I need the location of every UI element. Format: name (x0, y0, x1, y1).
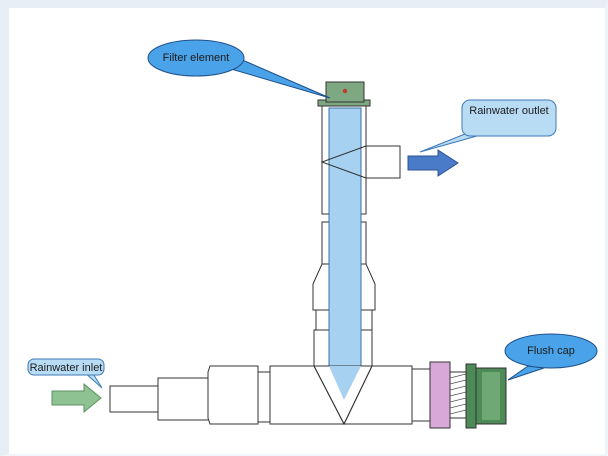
callout-filter-element: Filter element (147, 39, 331, 99)
cone-edge-left (313, 365, 345, 425)
cone-edge-right (343, 365, 373, 425)
callout-flush-cap: Flush cap (504, 333, 598, 381)
coupling-ring (429, 361, 451, 429)
filter-cone-fill (329, 366, 361, 400)
inlet-expander (207, 365, 259, 425)
label-flush-cap: Flush cap (527, 345, 575, 357)
filter-column-fill (328, 107, 362, 381)
filter-cap (317, 81, 371, 107)
inlet-reducer (157, 377, 211, 421)
label-rainwater-outlet: Rainwater outlet (469, 105, 549, 117)
label-filter-element: Filter element (163, 52, 230, 64)
horizontal-pipe (109, 365, 431, 425)
callout-rainwater-inlet: Rainwater inlet (27, 358, 105, 389)
callout-flush-cap-tail (507, 365, 545, 381)
outlet-stub (365, 145, 401, 179)
callout-rainwater-inlet-box (27, 358, 105, 376)
filter-element-column (313, 107, 373, 426)
flush-cap-assembly (429, 361, 507, 429)
thread-lines (449, 373, 467, 415)
inlet-pipe-small (109, 385, 161, 413)
cap-highlight (482, 372, 500, 420)
outlet-divider (320, 145, 367, 179)
callout-filter-element-bubble (147, 39, 245, 77)
callout-flush-cap-bubble (504, 333, 598, 369)
label-rainwater-inlet: Rainwater inlet (30, 362, 103, 374)
inlet-arrow-icon (51, 382, 102, 414)
cap-ring (465, 363, 477, 429)
filter-cap-dot (342, 88, 348, 94)
inlet-collar (257, 371, 271, 423)
callout-rainwater-outlet-box (461, 99, 557, 137)
outlet-collar (411, 368, 431, 422)
callout-rainwater-outlet: Rainwater outlet (419, 99, 557, 153)
outlet-arrow-icon (407, 149, 459, 177)
